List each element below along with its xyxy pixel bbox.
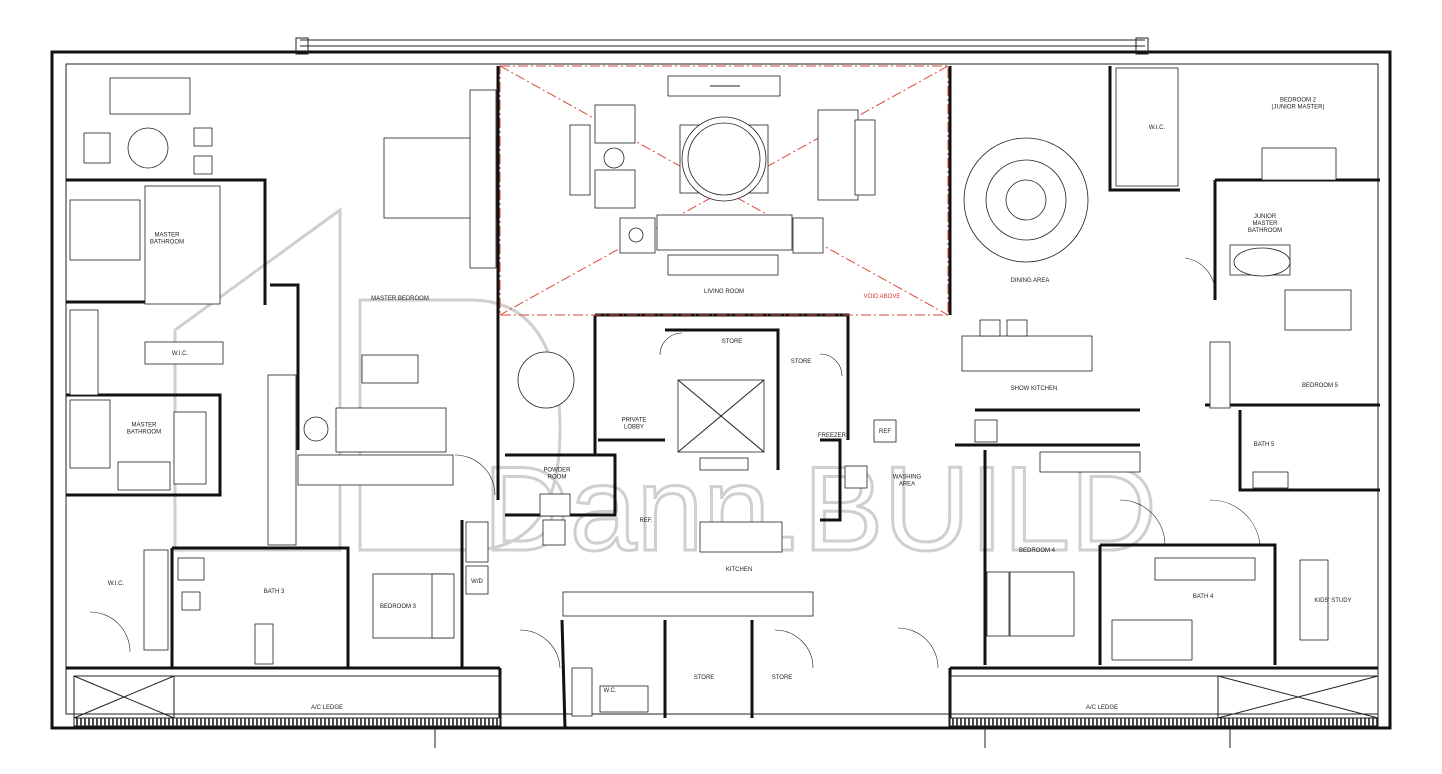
label-wic-left: W.I.C. [108,581,125,587]
label-bath-5: BATH 5 [1254,442,1275,448]
label-dining-area: DINING AREA [1011,278,1050,284]
label-void-above: VOID ABOVE [864,294,901,300]
ac-ledge-left [73,675,501,727]
label-ref-2: REF. [639,518,652,524]
label-bedroom-3: BEDROOM 3 [380,604,417,610]
label-wic-junior: W.I.C. [1149,125,1166,131]
doors [89,257,1261,669]
dining-furniture [961,137,1093,372]
kitchen-furniture [465,519,814,717]
label-wd: W/D [471,579,483,585]
fixture-labels: REF REF. FREEZER W/D [471,429,891,585]
label-ac-ledge-right: A/C LEDGE [1086,705,1118,711]
bedroom3-furniture [143,549,455,665]
label-master-bedroom: MASTER BEDROOM [371,296,429,302]
exterior-walls [50,37,1392,748]
living-room-furniture [569,75,876,276]
label-freezer: FREEZER [818,433,847,439]
label-ref-1: REF [879,429,891,435]
label-store-1: STORE [722,339,743,345]
watermark: Dann.BUILD [173,207,1158,578]
right-rooms-furniture [986,67,1352,661]
label-bedroom-5: BEDROOM 5 [1302,383,1339,389]
label-bedroom-2: BEDROOM 2(JUNIOR MASTER) [1272,98,1325,111]
label-bedroom-4: BEDROOM 4 [1019,548,1056,554]
ac-ledge-right [949,675,1379,727]
label-store-3: STORE [694,675,715,681]
label-kitchen: KITCHEN [726,567,752,573]
label-ac-ledge-left: A/C LEDGE [311,705,343,711]
label-wc: W.C. [604,688,617,694]
label-kids-study: KIDS' STUDY [1314,598,1351,604]
lobby-lift [517,351,998,517]
label-show-kitchen: SHOW KITCHEN [1011,386,1058,392]
master-bathroom-furniture [69,185,221,491]
label-bath-4: BATH 4 [1193,594,1214,600]
label-living-room: LIVING ROOM [704,289,744,295]
label-store-2: STORE [791,359,812,365]
label-store-4: STORE [772,675,793,681]
label-bath-3: BATH 3 [264,589,285,595]
label-wic-master: W.I.C. [172,351,189,357]
master-bedroom-furniture [83,77,497,546]
